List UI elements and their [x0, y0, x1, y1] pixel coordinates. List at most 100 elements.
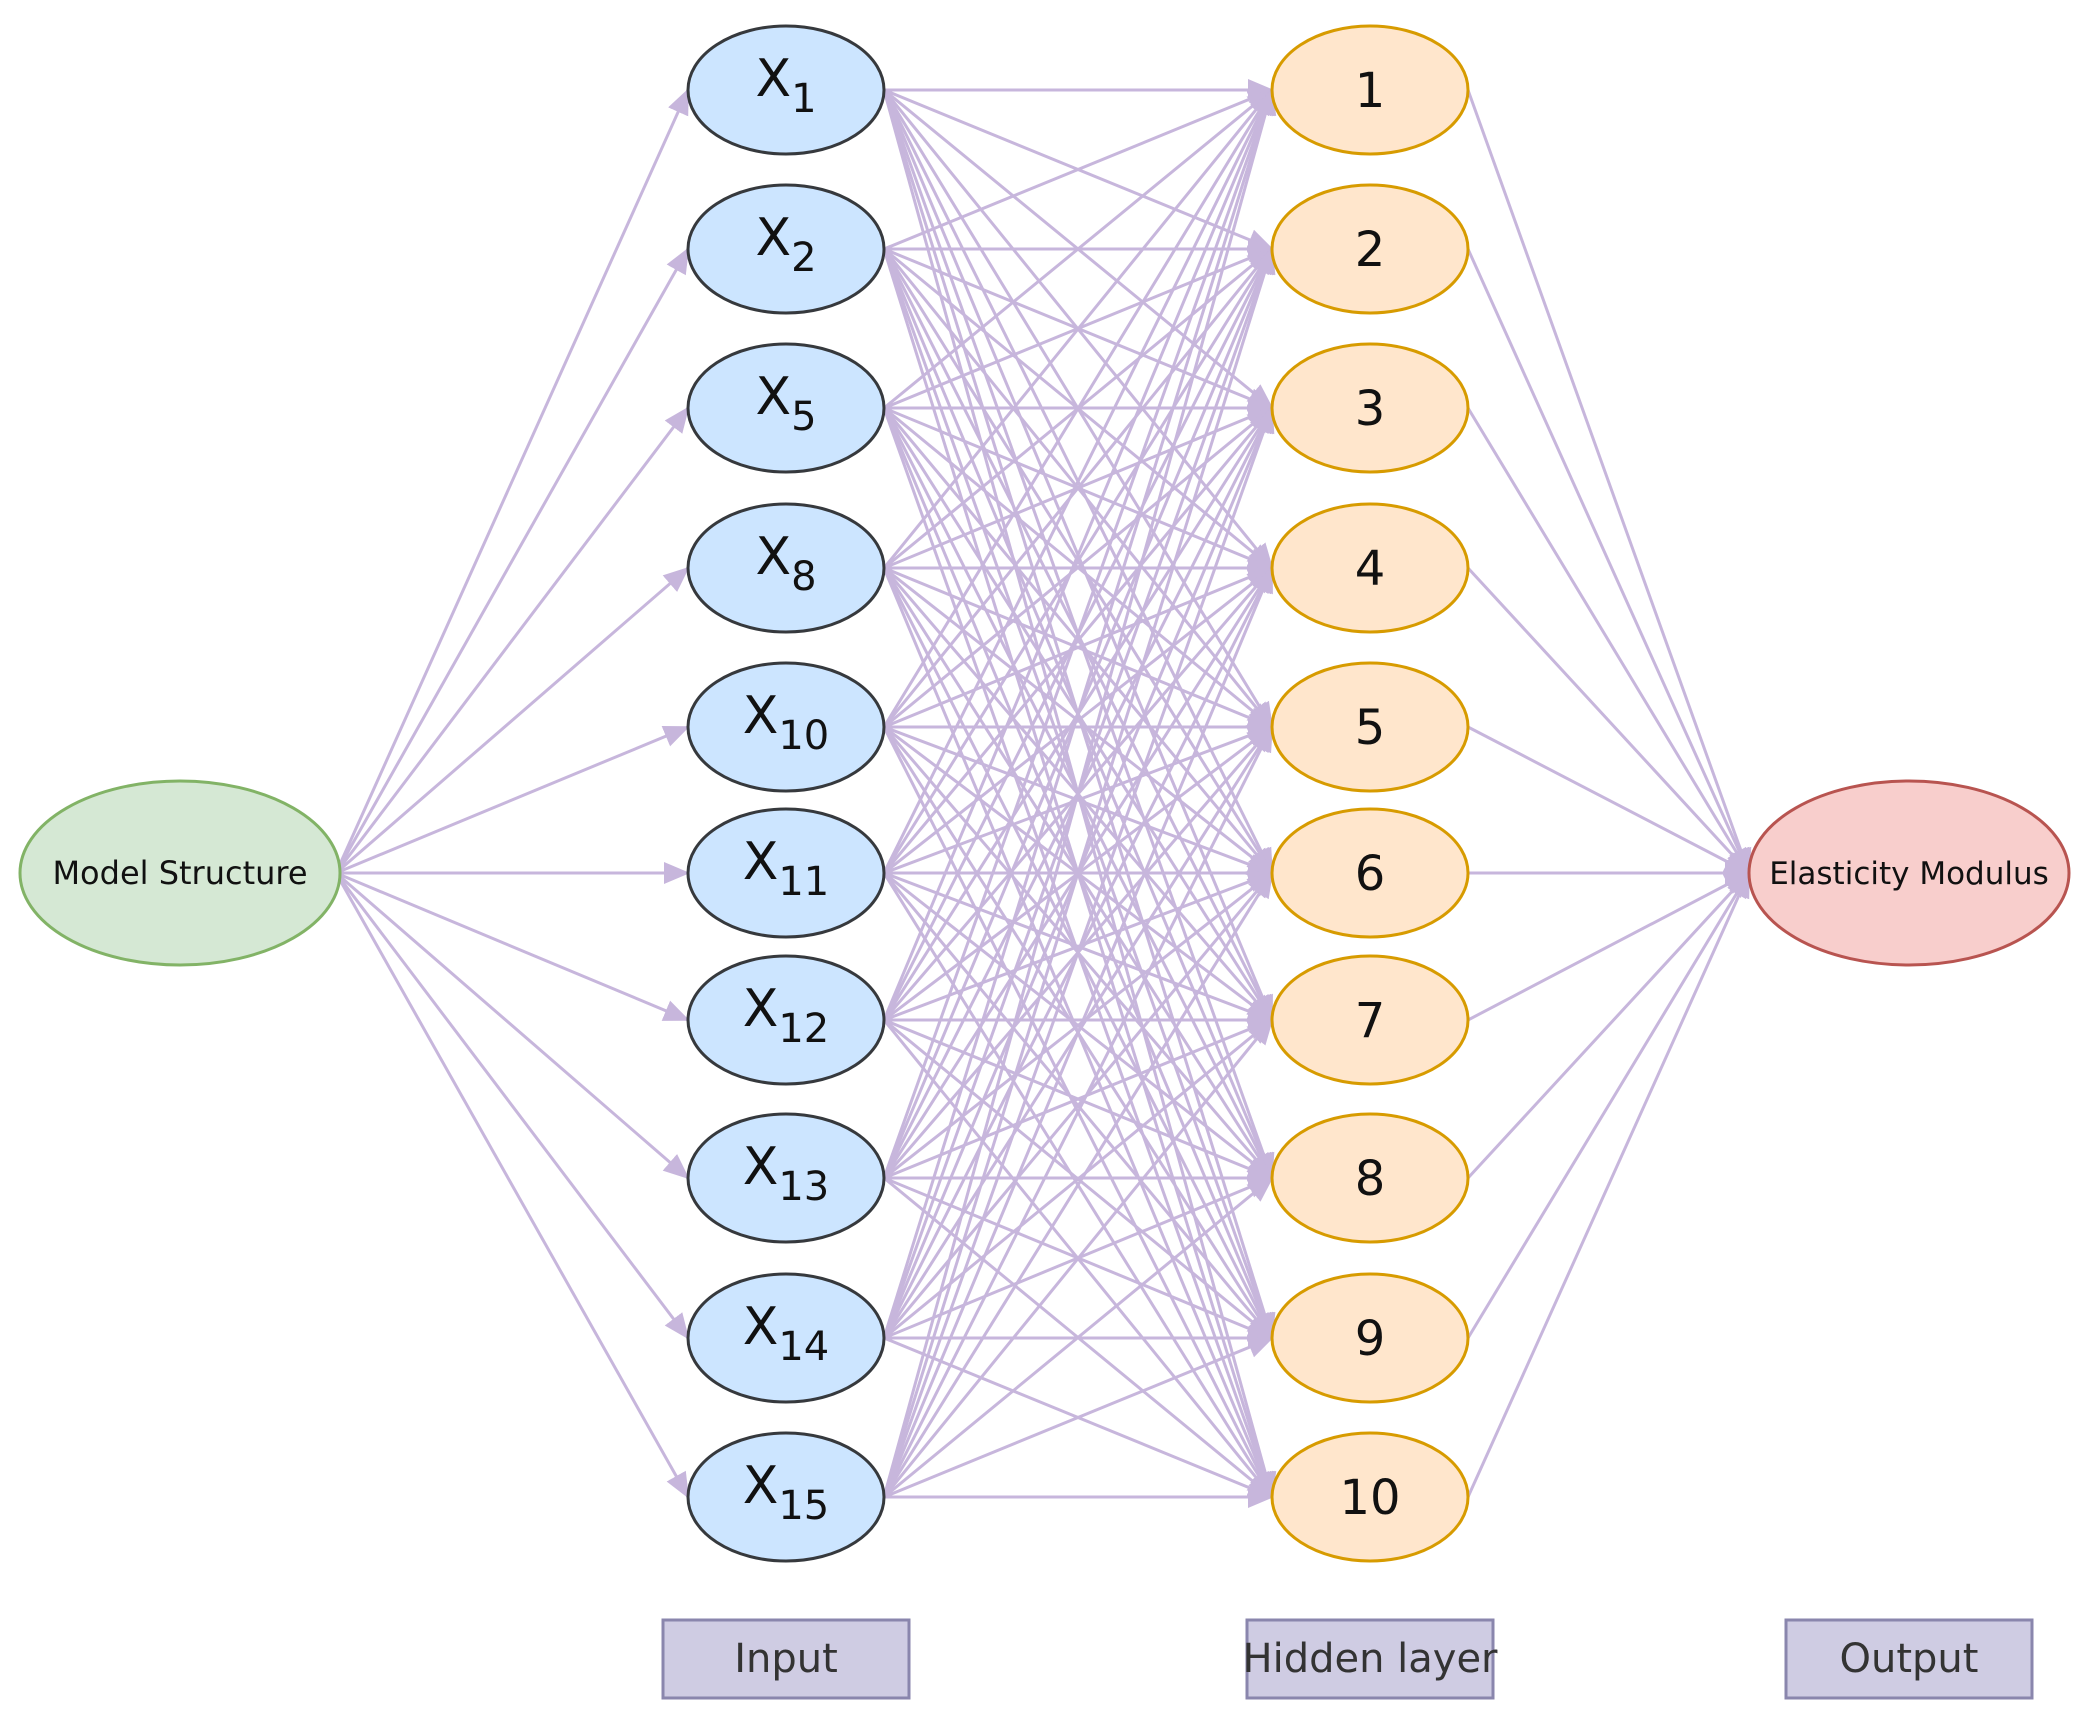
edge-input-hidden — [883, 88, 1274, 410]
input-node: X10 — [686, 661, 886, 793]
input-node: X14 — [686, 1272, 886, 1404]
edge-input-hidden — [882, 88, 1275, 1179]
hidden-node-shape — [1270, 807, 1470, 939]
input-node-shape — [686, 954, 886, 1086]
elasticity-modulus-label: Elasticity Modulus — [1769, 856, 2049, 892]
input-node-label: X13 — [743, 1137, 830, 1210]
edge-hidden-output — [1467, 725, 1751, 875]
input-node-shape — [686, 1272, 886, 1404]
hidden-node: 5 — [1270, 661, 1470, 793]
nodes-layer: Model Structure X1X2X5X8X10X11X12X13X14X1… — [18, 24, 2071, 1563]
edge-hidden-output — [1466, 871, 1751, 1498]
edge-input-hidden — [883, 566, 1274, 875]
input-node-shape — [686, 807, 886, 939]
input-node: X5 — [686, 342, 886, 474]
edge-source-input — [335, 725, 690, 875]
hidden-node: 4 — [1270, 502, 1470, 634]
hidden-node-label: 8 — [1355, 1151, 1386, 1207]
input-node-shape — [686, 342, 886, 474]
edge-input-hidden — [882, 406, 1275, 1498]
edge-hidden-output — [1466, 89, 1752, 875]
hidden-node-label: 1 — [1355, 63, 1386, 119]
hidden-node: 6 — [1270, 807, 1470, 939]
edge-hidden-output — [1466, 871, 1751, 1339]
hidden-node-shape — [1270, 24, 1470, 156]
edge-input-hidden — [882, 88, 1277, 1498]
edge-input-hidden — [883, 566, 1274, 729]
input-node-shape — [686, 1431, 886, 1563]
edge-source-input — [335, 566, 690, 875]
input-node: X8 — [686, 502, 886, 634]
edge-input-hidden — [882, 88, 1274, 728]
edge-input-hidden — [882, 247, 1274, 874]
edge-input-hidden — [882, 247, 1276, 1498]
input-node-shape — [686, 502, 886, 634]
edge-source-input — [335, 871, 690, 1022]
input-node-label: X14 — [743, 1297, 830, 1370]
input-node: X15 — [686, 1431, 886, 1563]
hidden-node-shape — [1270, 954, 1470, 1086]
legend-input-label: Input — [734, 1636, 838, 1682]
edge-source-input — [334, 247, 690, 874]
hidden-node: 8 — [1270, 1112, 1470, 1244]
input-node-label: X1 — [755, 49, 816, 122]
hidden-node: 3 — [1270, 342, 1470, 474]
input-node-shape — [686, 661, 886, 793]
edge-source-input — [335, 871, 690, 1180]
edge-source-input — [334, 872, 690, 1499]
edge-input-hidden — [883, 1176, 1274, 1499]
input-node-label: X5 — [755, 367, 816, 440]
input-node-label: X12 — [743, 979, 830, 1052]
input-node: X13 — [686, 1112, 886, 1244]
hidden-node: 10 — [1270, 1431, 1470, 1563]
input-node-shape — [686, 24, 886, 156]
input-node-shape — [686, 1112, 886, 1244]
hidden-node-label: 2 — [1355, 222, 1386, 278]
edge-input-hidden — [882, 88, 1274, 874]
connection-edges — [334, 79, 1752, 1508]
edge-input-hidden — [882, 725, 1274, 1498]
edge-input-hidden — [883, 1336, 1274, 1499]
edge-hidden-output — [1466, 248, 1751, 875]
edge-hidden-output — [1467, 871, 1751, 1022]
edge-source-input — [334, 406, 690, 874]
legend-hidden: Hidden layer — [1243, 1618, 1498, 1700]
hidden-node-label: 9 — [1355, 1311, 1386, 1367]
hidden-node: 1 — [1270, 24, 1470, 156]
hidden-node: 9 — [1270, 1272, 1470, 1404]
legend-input: Input — [661, 1618, 911, 1700]
hidden-node: 2 — [1270, 183, 1470, 315]
input-node-shape — [686, 183, 886, 315]
edge-source-input — [334, 872, 690, 1340]
edge-input-hidden — [882, 566, 1274, 1498]
hidden-node-shape — [1270, 342, 1470, 474]
hidden-node-label: 7 — [1355, 993, 1386, 1049]
hidden-node-shape — [1270, 661, 1470, 793]
input-node: X11 — [686, 807, 886, 939]
hidden-node-label: 4 — [1355, 541, 1386, 597]
model-structure-label: Model Structure — [52, 854, 307, 892]
input-node: X1 — [686, 24, 886, 156]
edge-input-hidden — [882, 871, 1274, 1498]
hidden-node-label: 5 — [1355, 700, 1386, 756]
elasticity-modulus-node: Elasticity Modulus — [1747, 779, 2071, 967]
input-node-label: X15 — [743, 1456, 830, 1529]
input-node-label: X8 — [755, 527, 816, 600]
hidden-node-shape — [1270, 502, 1470, 634]
input-node: X12 — [686, 954, 886, 1086]
edge-source-input — [334, 88, 690, 874]
edge-input-hidden — [882, 88, 1276, 1339]
hidden-node-shape — [1270, 1272, 1470, 1404]
hidden-node: 7 — [1270, 954, 1470, 1086]
model-structure-node-shape — [18, 779, 342, 967]
input-node-label: X2 — [755, 208, 816, 281]
hidden-node-label: 6 — [1355, 846, 1386, 902]
edge-input-hidden — [882, 406, 1274, 874]
hidden-node-shape — [1270, 183, 1470, 315]
edge-hidden-output — [1466, 407, 1751, 875]
edge-input-hidden — [883, 1018, 1274, 1180]
edge-input-hidden — [883, 725, 1274, 875]
elasticity-modulus-node-shape — [1747, 779, 2071, 967]
input-node-label: X11 — [743, 832, 830, 905]
